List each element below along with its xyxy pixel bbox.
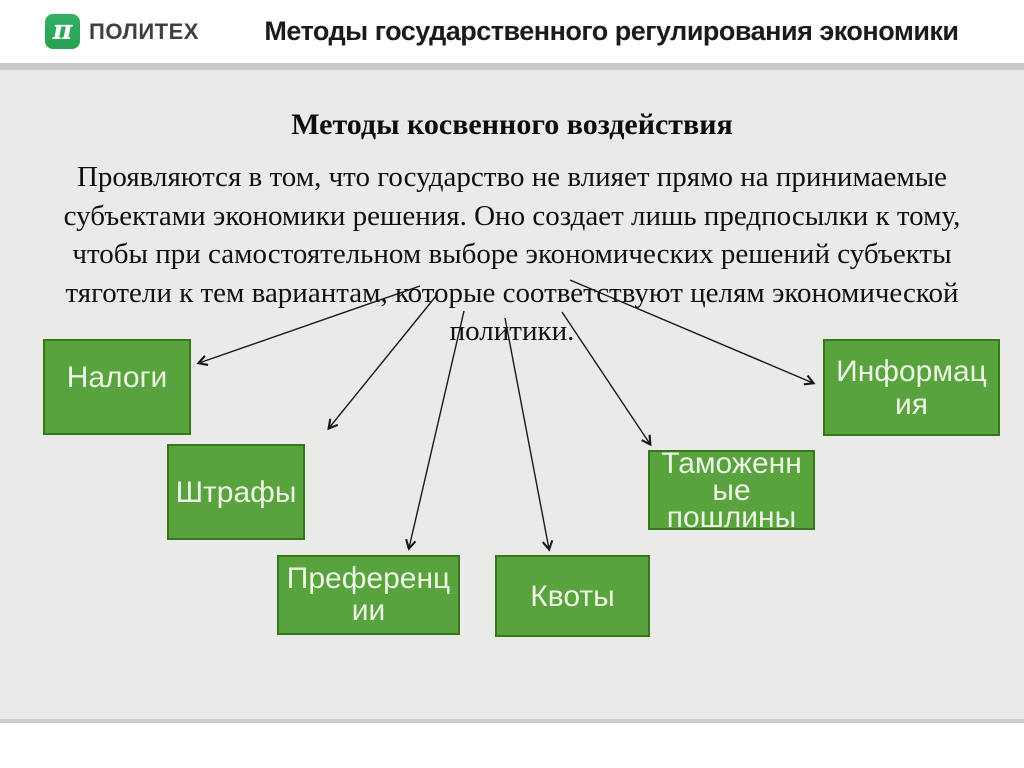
method-box-information: Информац ия: [823, 339, 1000, 436]
pi-logo-icon: π: [45, 14, 80, 49]
polytech-logo: π ПОЛИТЕХ: [45, 14, 199, 49]
method-box-fines: Штрафы: [167, 444, 305, 540]
method-box-label: Преференц ии: [286, 562, 451, 627]
method-box-quotas: Квоты: [495, 555, 650, 637]
method-box-label: Налоги: [66, 360, 168, 394]
pi-symbol: π: [52, 15, 73, 46]
slide-heading: Методы косвенного воздействия: [291, 108, 733, 141]
logo-wordmark: ПОЛИТЕХ: [89, 18, 199, 44]
method-box-preferences: Преференц ии: [277, 555, 460, 635]
header-bar: π ПОЛИТЕХ Методы государственного регули…: [0, 0, 1024, 63]
method-box-label: Штрафы: [175, 475, 297, 509]
footer-divider: [0, 719, 1024, 723]
method-box-label: Квоты: [530, 579, 615, 613]
method-box-taxes: Налоги: [43, 339, 191, 435]
presentation-title: Методы государственного регулирования эк…: [264, 16, 959, 46]
slide-paragraph: Проявляются в том, что государство не вл…: [63, 161, 961, 347]
method-box-label: Информац ия: [836, 354, 987, 421]
method-box-label: Таможенн ые пошлины: [661, 446, 802, 534]
method-box-customs-duties: Таможенн ые пошлины: [648, 446, 815, 534]
